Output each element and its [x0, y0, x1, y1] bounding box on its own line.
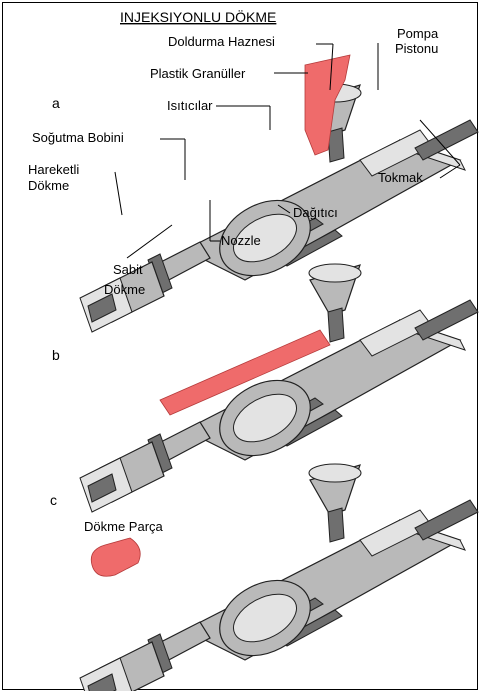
machine-stage-c — [80, 464, 478, 691]
stage-a-label: a — [52, 95, 60, 111]
label-plastik-granuller: Plastik Granüller — [150, 66, 246, 81]
label-nozzle: Nozzle — [221, 233, 261, 248]
label-sabit-line2: Dökme — [104, 282, 145, 297]
diagram-title: INJEKSIYONLU DÖKME — [120, 8, 276, 25]
label-dokme-parca: Dökme Parça — [84, 519, 164, 534]
cast-part — [91, 538, 140, 576]
label-sabit-line1: Sabit — [113, 262, 143, 277]
stage-b-label: b — [52, 347, 60, 363]
label-isiticilar: Isıtıcılar — [167, 98, 213, 113]
stage-c-label: c — [50, 492, 57, 508]
label-doldurma-haznesi: Doldurma Haznesi — [168, 34, 275, 49]
label-hareketli-line2: Dökme — [28, 178, 69, 193]
label-dagitici: Dağıtıcı — [293, 205, 338, 220]
label-sogutma-bobini: Soğutma Bobini — [32, 130, 124, 145]
label-tokmak: Tokmak — [378, 170, 423, 185]
label-hareketli-dokme: Hareketli Dökme — [28, 162, 83, 193]
label-hareketli-line1: Hareketli — [28, 162, 79, 177]
label-pompa-pistonu: Pompa Pistonu — [395, 26, 442, 56]
label-pompa-line1: Pompa — [397, 26, 439, 41]
label-pompa-line2: Pistonu — [395, 41, 438, 56]
